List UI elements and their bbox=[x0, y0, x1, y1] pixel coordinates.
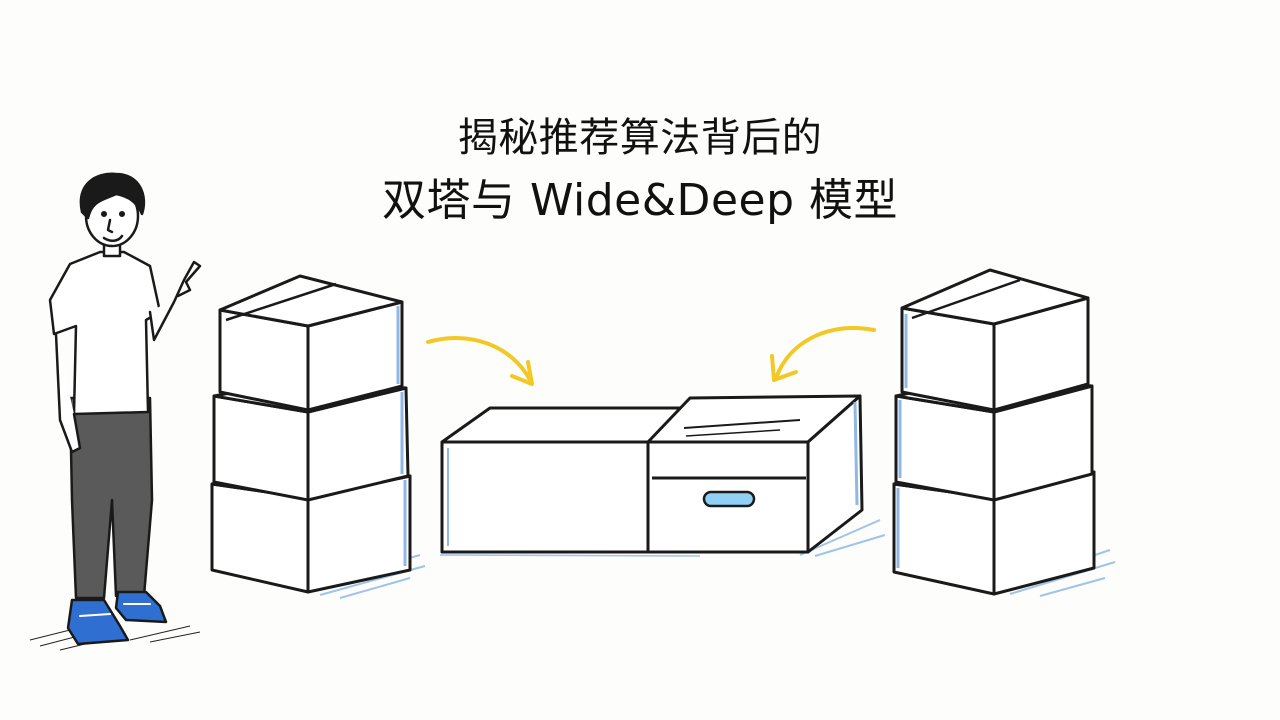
left-box-stack-icon bbox=[210, 274, 412, 594]
right-box-top bbox=[900, 268, 1090, 412]
right-box-stack-icon bbox=[892, 268, 1096, 596]
person-pointing-icon bbox=[48, 172, 202, 646]
person-shoe-right bbox=[114, 590, 168, 624]
curved-arrow-left-icon bbox=[426, 336, 534, 386]
center-box-icon bbox=[440, 394, 864, 554]
person-arm-right bbox=[148, 260, 202, 342]
curved-arrow-right-icon bbox=[770, 326, 876, 382]
person-pants bbox=[68, 396, 154, 600]
right-box-middle bbox=[894, 374, 1094, 502]
person-arm-left bbox=[54, 332, 82, 454]
drawer-handle bbox=[702, 490, 756, 508]
title-line-1: 揭秘推荐算法背后的 bbox=[457, 115, 823, 161]
title-line-2: 双塔与 Wide&Deep 模型 bbox=[382, 175, 898, 226]
person-shoe-left bbox=[66, 598, 130, 646]
person-hair bbox=[79, 172, 146, 220]
left-box-top bbox=[218, 274, 404, 412]
